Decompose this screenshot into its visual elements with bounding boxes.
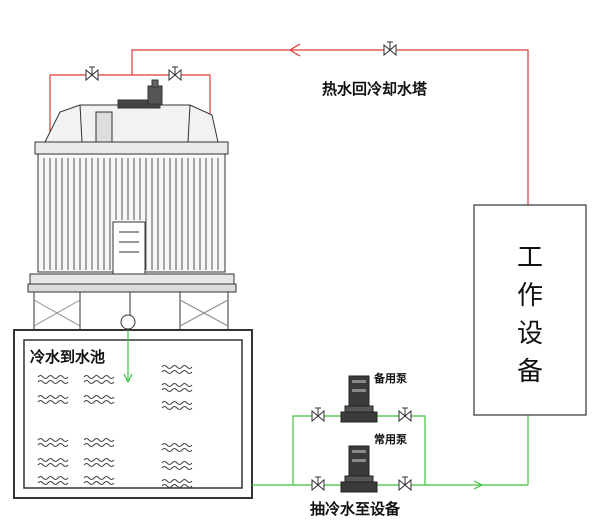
cold-supply-pipes <box>252 415 529 486</box>
pump-icon <box>340 375 378 423</box>
equipment-label-4: 备 <box>517 357 543 387</box>
equipment-label-2: 作 <box>517 281 543 311</box>
valve-icon <box>311 476 325 491</box>
main-pump <box>340 445 378 493</box>
standby-pump-label: 备用泵 <box>373 371 407 385</box>
hot-pipe-arrow <box>288 43 301 57</box>
hot-return-pipes <box>49 49 529 205</box>
valve-icon <box>85 66 99 81</box>
pump-icon <box>340 445 378 493</box>
pump-to-equipment-label: 抽冷水至设备 <box>310 500 401 518</box>
valve-icon <box>168 66 182 81</box>
arrow-icon <box>473 480 484 490</box>
arrow-icon <box>288 43 301 57</box>
valve-icon <box>398 476 412 491</box>
cold-pipe-arrow <box>473 480 484 490</box>
valve-icon <box>383 41 397 56</box>
equipment-label-3: 设 <box>517 319 543 349</box>
arrow-icon <box>123 373 133 384</box>
cooling-tower <box>27 79 237 330</box>
hot-return-label: 热水回冷却水塔 <box>322 80 428 98</box>
main-pump-label: 常用泵 <box>374 432 407 446</box>
valve-icon <box>398 407 412 422</box>
working-equipment <box>473 204 587 416</box>
standby-pump <box>340 375 378 423</box>
cold-to-pool-label: 冷水到水池 <box>30 348 105 366</box>
equipment-label-1: 工 <box>517 243 543 273</box>
valve-icon <box>311 407 325 422</box>
water-pool <box>13 329 253 499</box>
